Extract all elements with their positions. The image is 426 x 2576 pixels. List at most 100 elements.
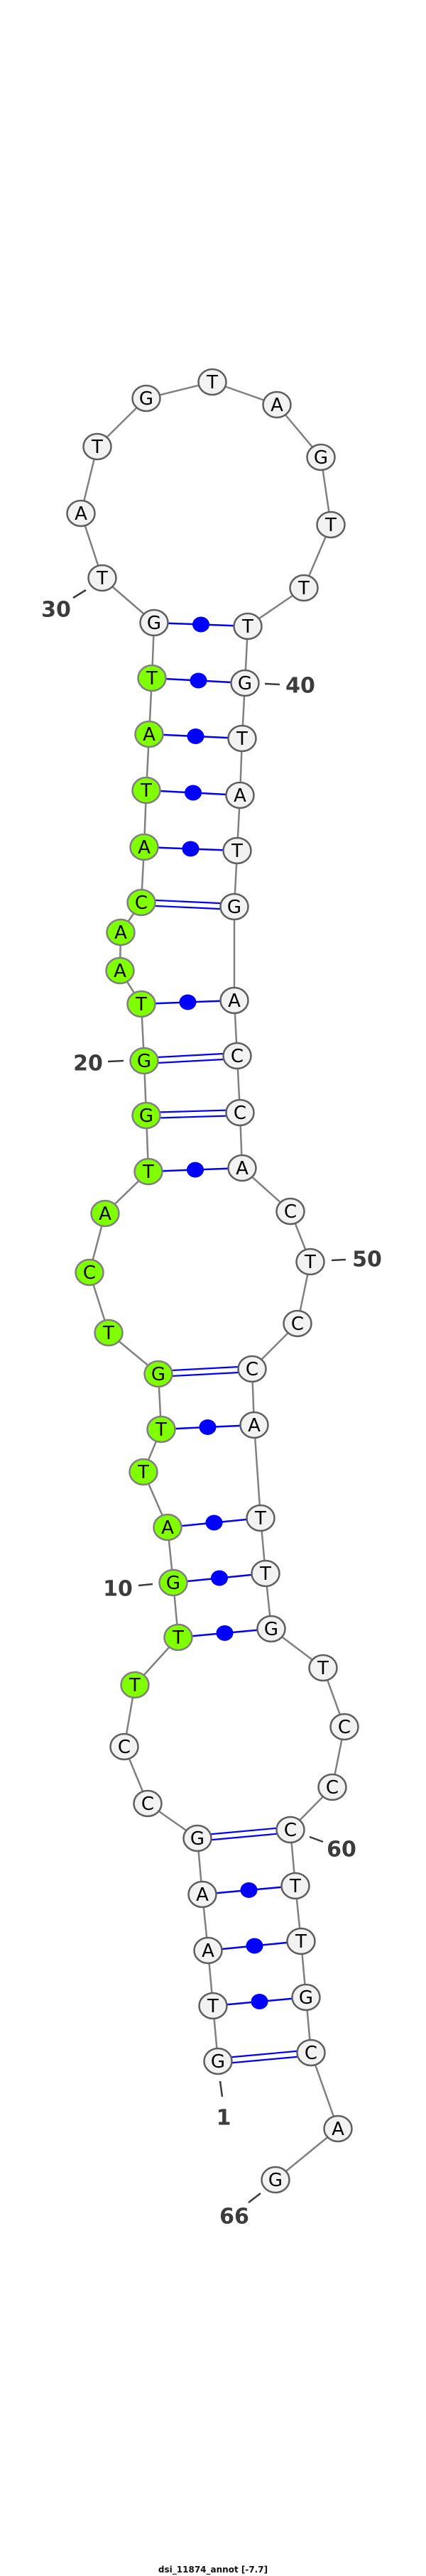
base-pair-28-40 [151, 672, 246, 689]
nucleotide-circle [317, 1773, 347, 1801]
nucleotide-letter: A [236, 1158, 248, 1179]
nucleotide-letter: G [190, 1828, 204, 1850]
nucleotide-letter: G [211, 2051, 225, 2073]
nucleotide-47: C [225, 1098, 255, 1127]
nucleotide-circle [143, 1360, 173, 1388]
nucleotide-circle [126, 990, 156, 1018]
nucleotide-letter: T [324, 515, 337, 536]
nucleotide-35: A [262, 391, 292, 419]
nucleotide-circle [308, 1654, 338, 1682]
base-pair-19-47 [146, 1108, 241, 1120]
nucleotide-24: C [126, 888, 156, 917]
nucleotide-letter: C [83, 1262, 96, 1284]
double-bond-line [144, 1057, 238, 1065]
double-bond-line [158, 1370, 253, 1378]
nucleotide-circle [90, 1199, 120, 1228]
nucleotide-letter: A [228, 990, 241, 1012]
label-tick [72, 589, 87, 599]
double-bond-line [158, 1365, 252, 1372]
nucleotide-circle [87, 564, 117, 592]
nucleotide-letter: C [291, 1314, 304, 1335]
bond-dot [211, 1570, 228, 1586]
nucleotide-14: G [143, 1360, 173, 1388]
nucleotide-circle [283, 1309, 312, 1338]
nucleotide-31: A [66, 499, 96, 528]
nucleotide-12: T [129, 1458, 158, 1486]
nucleotide-48: A [227, 1154, 257, 1182]
nucleotide-circle [291, 1983, 321, 2012]
nucleotide-28: T [137, 664, 167, 692]
nucleotide-51: C [283, 1309, 312, 1338]
nucleotide-4: A [187, 1880, 217, 1909]
position-label-50: 50 [331, 1248, 382, 1272]
nucleotide-58: C [329, 1713, 359, 1741]
nucleotide-46: C [222, 1042, 252, 1070]
nucleotide-letter: A [271, 395, 283, 416]
nucleotide-letter: G [299, 1987, 313, 2009]
nucleotide-13: T [146, 1415, 176, 1443]
nucleotide-letter: T [102, 1323, 114, 1344]
nucleotide-16: C [75, 1258, 104, 1287]
bond-dot [251, 1994, 268, 2009]
position-number: 10 [103, 1577, 133, 1602]
nucleotide-55: T [251, 1559, 280, 1588]
label-tick [309, 1835, 324, 1843]
double-bond-line [143, 1052, 237, 1059]
nucleotide-letter: A [138, 837, 151, 858]
nucleotide-circle [120, 1671, 150, 1699]
nucleotide-circle [219, 893, 249, 921]
nucleotide-letter: A [196, 1884, 209, 1906]
base-pair-20-46 [143, 1052, 238, 1065]
nucleotide-circle [134, 720, 164, 748]
nucleotide-62: T [286, 1927, 316, 1955]
nucleotide-circle [82, 432, 112, 461]
nucleotide-circle [182, 1824, 212, 1852]
nucleotide-3: A [193, 1936, 223, 1965]
nucleotide-circle [163, 1623, 193, 1652]
nucleotide-circle [187, 1880, 217, 1909]
nucleotide-circle [131, 1101, 161, 1130]
nucleotide-circle [131, 384, 161, 413]
nucleotide-letter: A [143, 724, 155, 746]
bond-dot [240, 1882, 258, 1898]
nucleotide-circle [222, 836, 252, 865]
nucleotide-1: G [203, 2047, 233, 2075]
nucleotide-56: G [256, 1615, 286, 1643]
nucleotide-6: C [133, 1789, 163, 1818]
nucleotide-41: T [227, 724, 257, 753]
nucleotide-32: T [82, 432, 112, 461]
base-pair-9-56 [178, 1625, 272, 1641]
backbone-layer [80, 381, 346, 2181]
nucleotide-letter: T [236, 728, 248, 750]
nucleotide-letter: T [96, 568, 108, 589]
nucleotide-letter: A [75, 503, 87, 525]
base-pair-2-63 [212, 1994, 307, 2009]
nucleotide-circle [133, 1789, 163, 1818]
nucleotide-64: C [296, 2039, 326, 2067]
nucleotide-letter: C [338, 1717, 351, 1738]
nucleotide-circle [323, 2114, 353, 2143]
nucleotide-circle [153, 1513, 182, 1541]
base-pair-10-55 [173, 1570, 266, 1586]
base-pair-5-60 [197, 1825, 291, 1843]
nucleotide-circle [126, 888, 156, 917]
nucleotide-25: A [129, 833, 159, 861]
nucleotide-circle [306, 443, 336, 471]
bond-dot [205, 1515, 223, 1531]
nucleotide-circle [225, 781, 255, 809]
nucleotide-60: C [275, 1816, 305, 1844]
nucleotide-circle [129, 833, 159, 861]
nucleotide-circle [262, 391, 292, 419]
nucleotide-letter: T [241, 616, 253, 638]
nucleotide-letter: C [284, 1820, 297, 1841]
nucleotide-letter: A [114, 922, 127, 944]
nucleotide-circle [197, 368, 227, 396]
nucleotide-50: T [295, 1248, 325, 1276]
nucleotide-38: T [289, 574, 319, 602]
nucleotide-circle [289, 574, 319, 602]
nucleotide-letter: A [161, 1517, 174, 1539]
nucleotide-letter: T [142, 1162, 154, 1183]
base-pair-14-52 [158, 1365, 253, 1378]
